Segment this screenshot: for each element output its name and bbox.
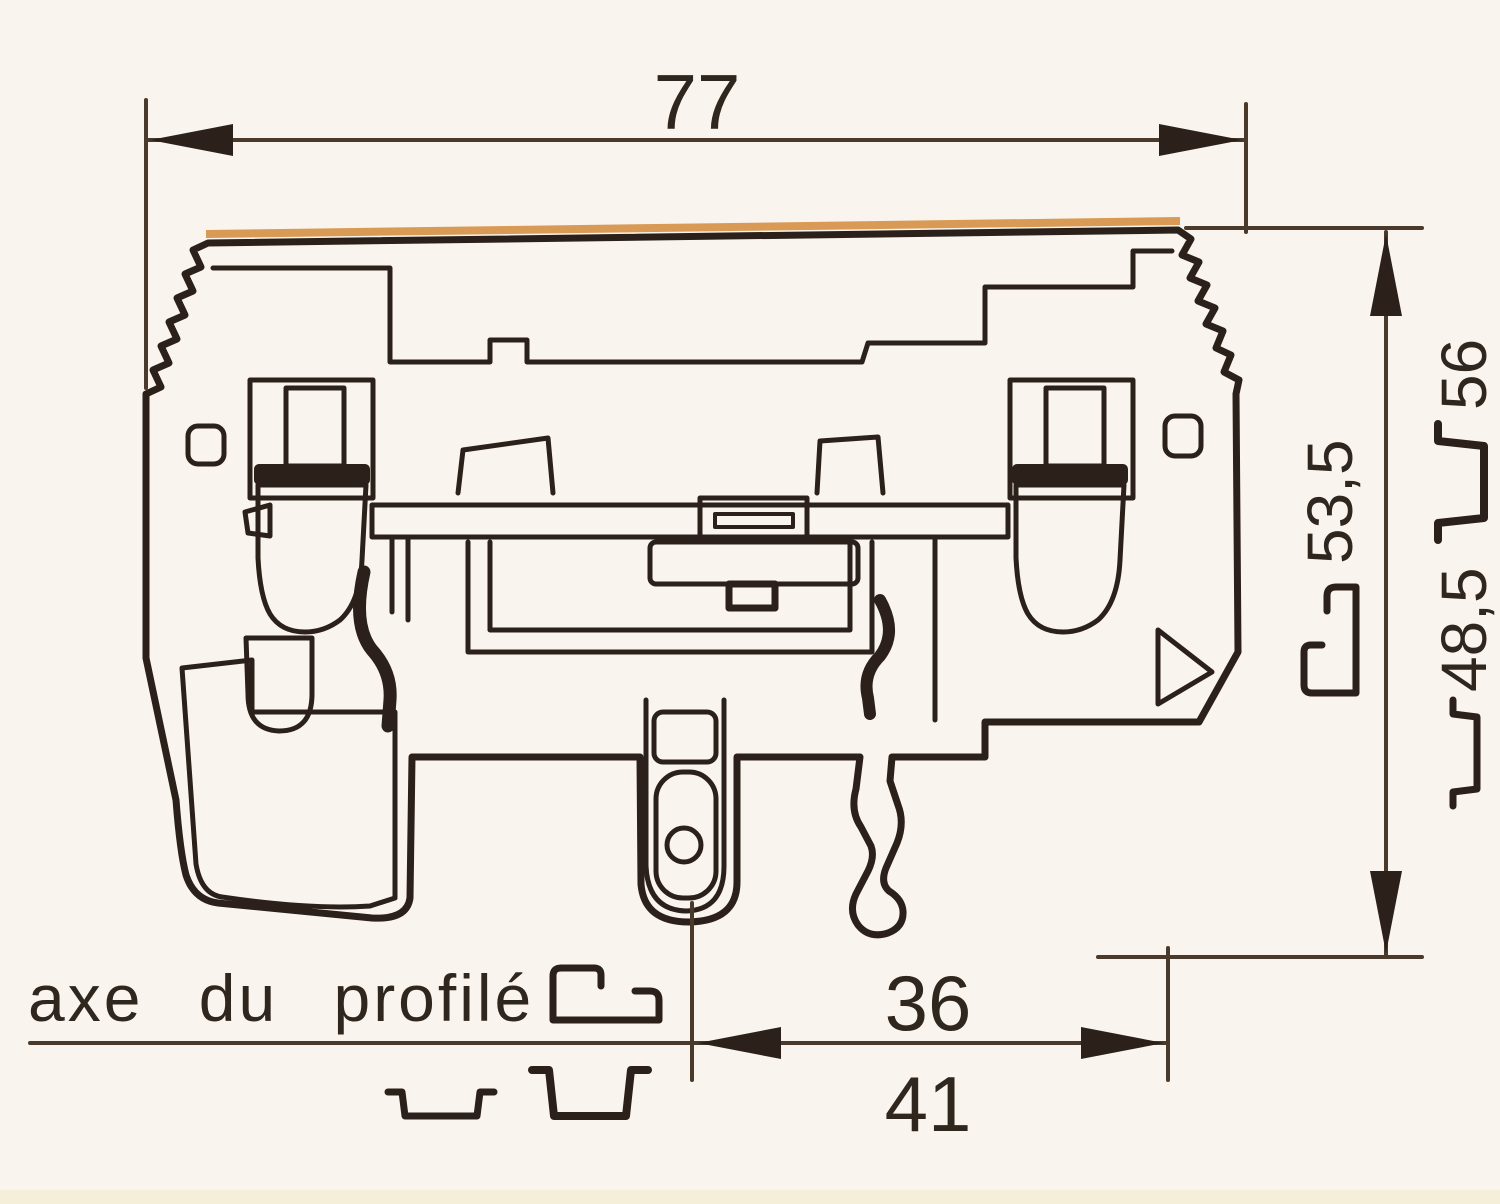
boss-left (455, 435, 556, 496)
arrow-right-icon (1081, 1027, 1164, 1059)
g-rail-profile-icon (553, 968, 659, 1020)
clamp-housing-right (1007, 377, 1136, 501)
test-tab (725, 580, 779, 612)
current-bar-recess (697, 495, 810, 541)
dimension-value-hat-deep-height: 56 (1428, 339, 1500, 410)
dimension-heights: 53,5 56 48,5 (1096, 226, 1500, 959)
chamber-left-ribs (389, 535, 411, 623)
clamp-body-left (255, 482, 369, 635)
arrow-left-icon (150, 124, 233, 156)
spring-curl-left (353, 565, 397, 733)
axis-label: axe du profilé (28, 961, 534, 1035)
arrow-left-icon (698, 1027, 781, 1059)
centre-foot-outline (643, 697, 727, 914)
current-bar-recess-strip (713, 512, 795, 529)
arrow-up-icon (1370, 234, 1402, 316)
top-hat-rail-shallow-profile-icon (388, 1092, 494, 1116)
rail-cutout-wedge (179, 657, 398, 910)
clamp-screw-right (1043, 385, 1107, 469)
clamp-housing-left (247, 377, 376, 501)
clamp-band-right (1012, 464, 1128, 485)
top-hat-rail-deep-profile-icon (1438, 424, 1484, 540)
chamber-outline-outer (465, 539, 875, 655)
top-hat-rail-deep-profile-icon (532, 1070, 648, 1116)
housing-silhouette (142, 226, 1243, 939)
clamp-screw-left (283, 385, 347, 469)
top-hat-rail-shallow-profile-icon (1453, 700, 1477, 806)
dimension-value-width: 77 (654, 58, 741, 146)
current-bar (369, 502, 1011, 540)
side-hole-left (185, 423, 227, 467)
clamp-foot-block (243, 635, 315, 734)
dimension-value-41: 41 (885, 1060, 972, 1148)
top-moulding-contour (210, 248, 1175, 365)
centre-foot-hole (664, 825, 704, 865)
top-edge-highlight (205, 217, 1181, 238)
side-hole-right (1162, 413, 1204, 459)
clamp-band-left (254, 464, 370, 485)
clamp-body-right (1013, 482, 1127, 635)
dimension-offsets: 36 41 (28, 901, 1170, 1148)
centre-foot-window (651, 709, 719, 765)
boss-right (814, 434, 886, 496)
dimension-value-g-rail-height: 53,5 (1294, 439, 1366, 564)
scan-edge-strip (0, 1190, 1500, 1204)
dimension-overall-width: 77 (144, 58, 1248, 390)
release-lever-cutout (1155, 627, 1215, 707)
terminal-block-body (142, 217, 1243, 939)
g-rail-profile-icon (1304, 587, 1356, 693)
clamp-notch-left (242, 502, 273, 539)
dimension-value-36: 36 (885, 959, 972, 1047)
centre-link (647, 539, 861, 587)
arrow-right-icon (1159, 124, 1242, 156)
centre-foot-slot (653, 769, 719, 901)
axis-annotation: axe du profilé (28, 961, 659, 1116)
dimension-value-hat-shallow-height: 48,5 (1428, 567, 1500, 692)
arrow-down-icon (1370, 871, 1402, 953)
spring-curl-right (860, 594, 895, 720)
